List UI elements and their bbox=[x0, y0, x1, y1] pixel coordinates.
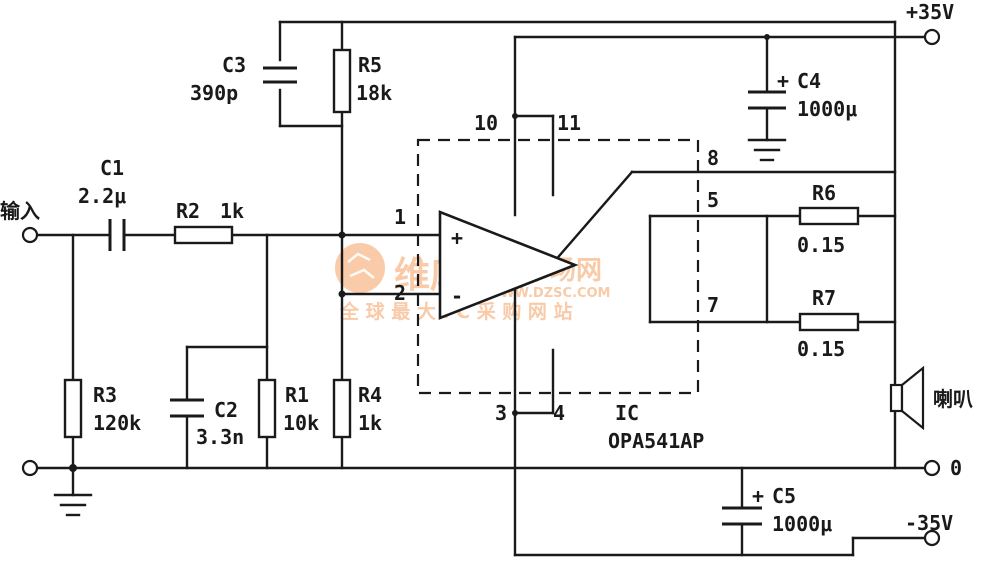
capacitor-c4 bbox=[748, 90, 786, 110]
opamp-plus-sign: + bbox=[451, 226, 463, 250]
capacitor-c1 bbox=[108, 219, 126, 251]
ground-label: 0 bbox=[950, 456, 962, 480]
pin-8-label: 8 bbox=[707, 146, 719, 170]
r1-ref: R1 bbox=[285, 383, 309, 407]
c2-ref: C2 bbox=[214, 398, 238, 422]
junction-dots bbox=[69, 34, 770, 472]
resistor-r4 bbox=[332, 378, 352, 439]
pin-7-label: 7 bbox=[707, 293, 719, 317]
capacitor-c5 bbox=[722, 506, 762, 526]
pin-4-label: 4 bbox=[553, 401, 565, 425]
pos-supply-terminal bbox=[923, 28, 941, 46]
opamp-symbol bbox=[438, 210, 579, 320]
c3-value: 390p bbox=[190, 81, 238, 105]
ic-package-outline bbox=[416, 138, 700, 395]
speaker-icon bbox=[889, 365, 925, 431]
c3-ref: C3 bbox=[222, 53, 246, 77]
r6-value: 0.15 bbox=[797, 233, 845, 257]
r5-value: 18k bbox=[356, 81, 392, 105]
r4-ref: R4 bbox=[358, 383, 382, 407]
input-ground-terminal bbox=[21, 459, 39, 477]
opamp-minus-sign: - bbox=[451, 284, 463, 308]
c5-plus-sign: + bbox=[752, 484, 764, 508]
r3-value: 120k bbox=[93, 411, 141, 435]
c4-plus-sign: + bbox=[777, 69, 789, 93]
c4-ref: C4 bbox=[797, 69, 821, 93]
wiring bbox=[34, 20, 927, 557]
c2-value: 3.3n bbox=[196, 425, 244, 449]
pin-10-label: 10 bbox=[474, 111, 498, 135]
resistor-r6 bbox=[798, 206, 860, 226]
capacitor-c3 bbox=[263, 66, 297, 84]
ground-symbol-c4 bbox=[747, 138, 787, 162]
ground-terminal bbox=[923, 459, 941, 477]
r2-value: 1k bbox=[220, 199, 244, 223]
resistor-r5 bbox=[332, 48, 352, 114]
neg-supply-label: -35V bbox=[905, 511, 953, 535]
r7-value: 0.15 bbox=[797, 337, 845, 361]
r5-ref: R5 bbox=[358, 53, 382, 77]
speaker-label: 喇叭 bbox=[933, 387, 973, 411]
r3-ref: R3 bbox=[93, 383, 117, 407]
capacitor-c2 bbox=[170, 398, 204, 418]
resistor-r2 bbox=[173, 225, 234, 245]
pin-11-label: 11 bbox=[557, 111, 581, 135]
resistor-r1 bbox=[257, 378, 277, 439]
r1-value: 10k bbox=[283, 411, 319, 435]
input-terminal bbox=[21, 226, 39, 244]
resistor-r3 bbox=[63, 378, 83, 439]
neg-supply-terminal bbox=[923, 529, 941, 547]
watermark-url: WWW.DZSC.COM bbox=[486, 286, 610, 301]
r6-ref: R6 bbox=[812, 181, 836, 205]
c5-value: 1000μ bbox=[772, 512, 832, 536]
r7-ref: R7 bbox=[812, 286, 836, 310]
c1-ref: C1 bbox=[100, 156, 124, 180]
r2-ref: R2 bbox=[176, 199, 200, 223]
c4-value: 1000μ bbox=[797, 97, 857, 121]
pin-1-label: 1 bbox=[394, 205, 406, 229]
ground-symbol-input bbox=[53, 493, 93, 517]
r4-value: 1k bbox=[358, 411, 382, 435]
ic-part-number: OPA541AP bbox=[608, 429, 704, 453]
c1-value: 2.2μ bbox=[78, 184, 126, 208]
pin-2-label: 2 bbox=[394, 281, 406, 305]
c5-ref: C5 bbox=[772, 484, 796, 508]
pos-supply-label: +35V bbox=[906, 0, 954, 24]
ic-label: IC bbox=[615, 401, 639, 425]
pin-5-label: 5 bbox=[707, 188, 719, 212]
input-label: 输入 bbox=[0, 199, 40, 223]
resistor-r7 bbox=[798, 312, 860, 332]
pin-3-label: 3 bbox=[495, 401, 507, 425]
watermark-logo-icon bbox=[335, 243, 385, 293]
